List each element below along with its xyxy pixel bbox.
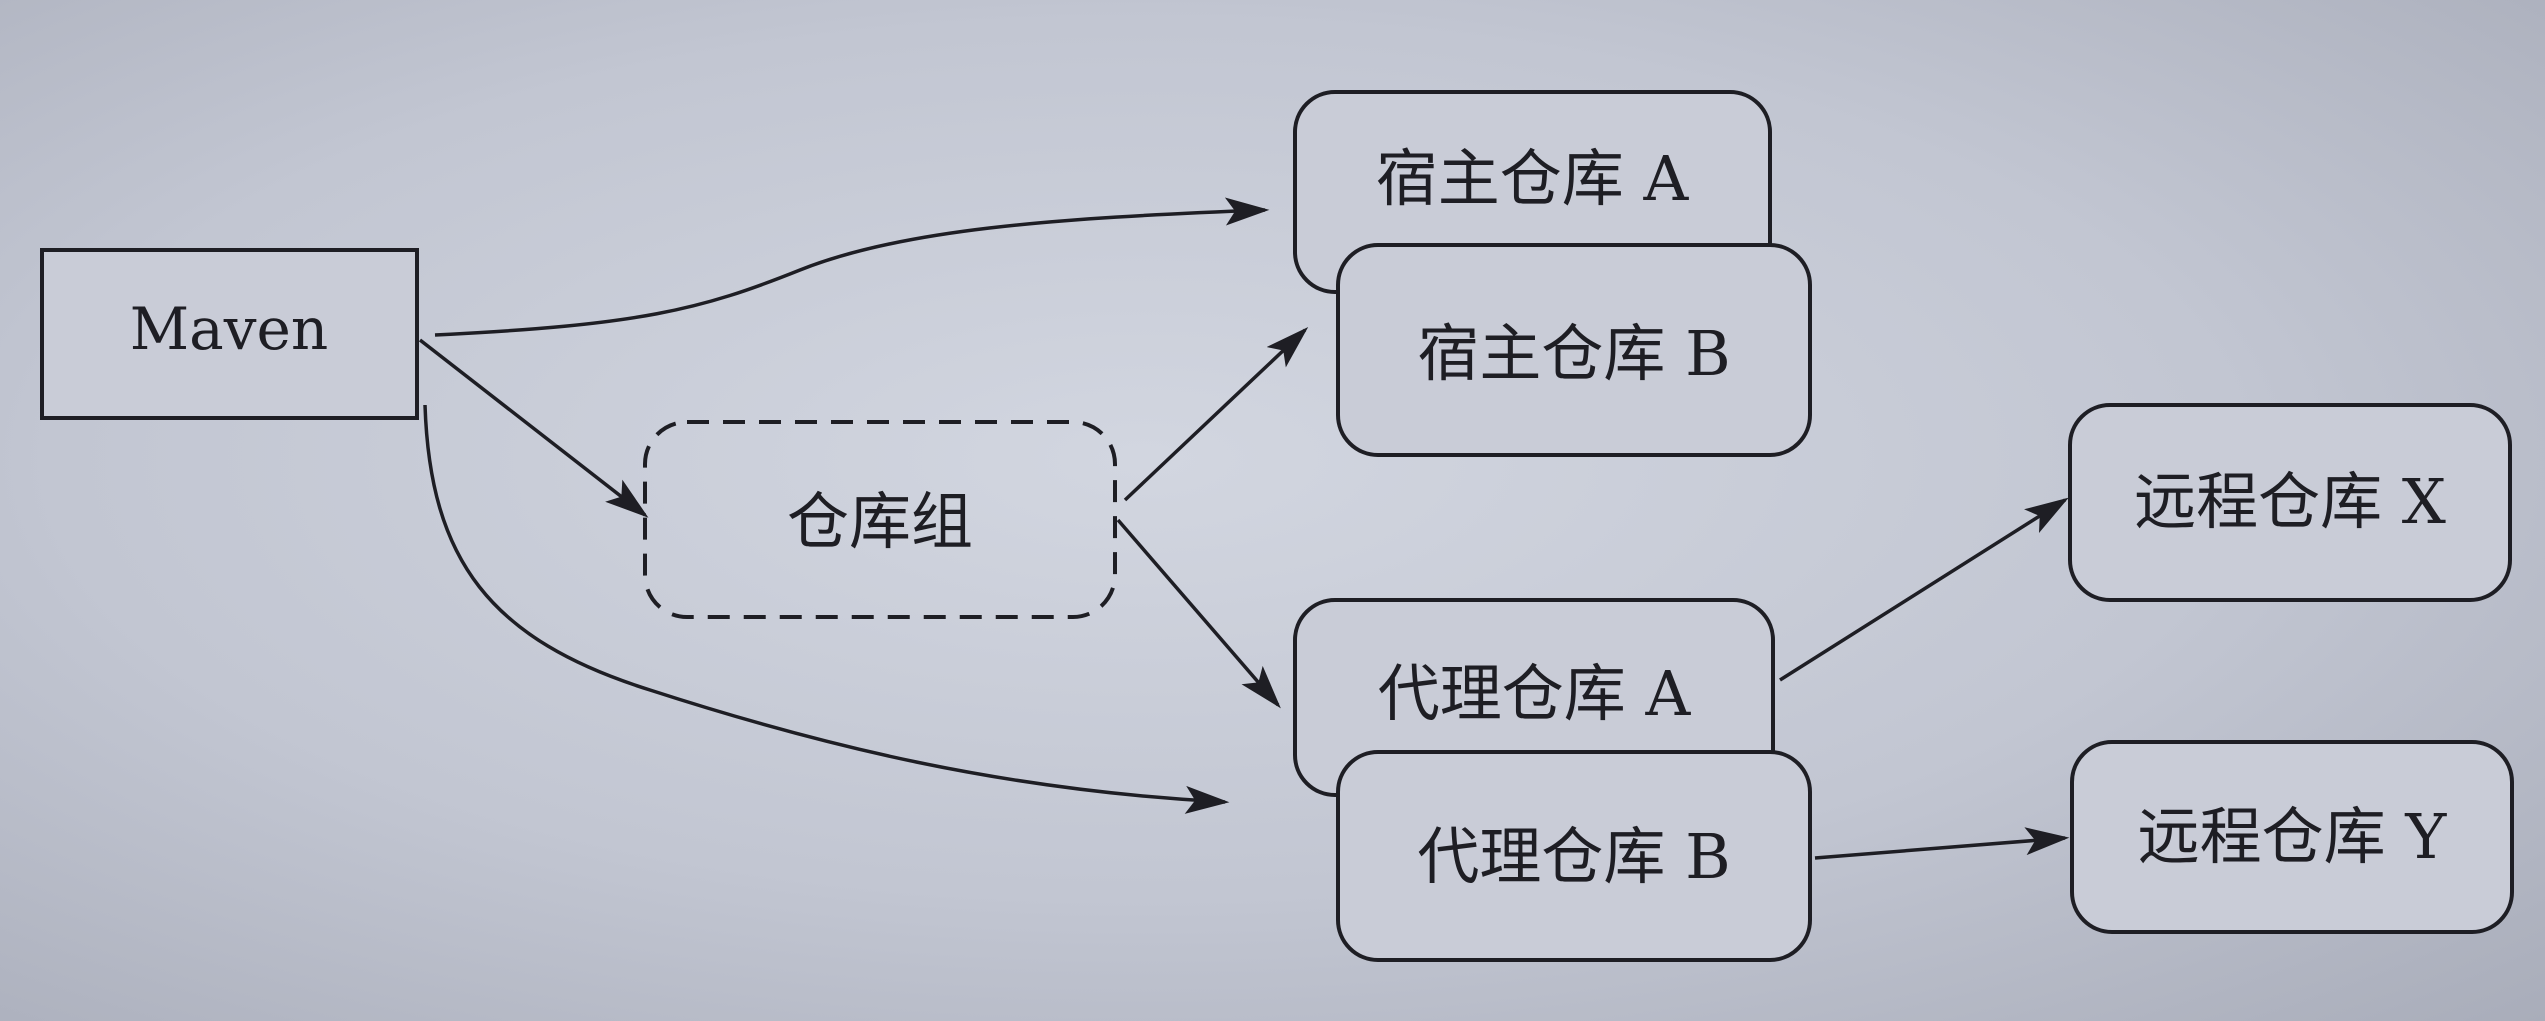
edge-maven-to-proxy-b xyxy=(423,404,1230,814)
node-repository-group-label: 仓库组 xyxy=(787,485,973,558)
node-proxy-b-label: 代理仓库 B xyxy=(1417,820,1730,893)
node-hosted-a-label: 宿主仓库 A xyxy=(1376,142,1690,215)
node-repository-group: 仓库组 xyxy=(643,420,1117,619)
node-remote-y: 远程仓库 Y xyxy=(2070,740,2514,934)
edge-proxy-a-to-remote-x xyxy=(1779,497,2069,682)
node-hosted-a: 宿主仓库 A xyxy=(1293,90,1772,294)
edge-proxy-b-to-remote-y xyxy=(1814,827,2070,860)
node-proxy-a-label: 代理仓库 A xyxy=(1378,657,1692,730)
node-maven-label: Maven xyxy=(130,295,328,363)
node-maven: Maven xyxy=(40,248,419,420)
edge-group-to-proxy-a xyxy=(1116,518,1281,709)
edge-maven-to-group xyxy=(418,338,649,518)
node-hosted-b-label: 宿主仓库 B xyxy=(1417,317,1730,390)
node-hosted-b: 宿主仓库 B xyxy=(1336,243,1812,457)
node-remote-y-label: 远程仓库 Y xyxy=(2138,800,2448,873)
edge-maven-to-hosted-a xyxy=(434,197,1270,337)
edge-group-to-hosted-b xyxy=(1123,326,1309,502)
node-remote-x: 远程仓库 X xyxy=(2068,403,2512,602)
node-proxy-b: 代理仓库 B xyxy=(1336,750,1812,962)
node-remote-x-label: 远程仓库 X xyxy=(2134,465,2446,538)
